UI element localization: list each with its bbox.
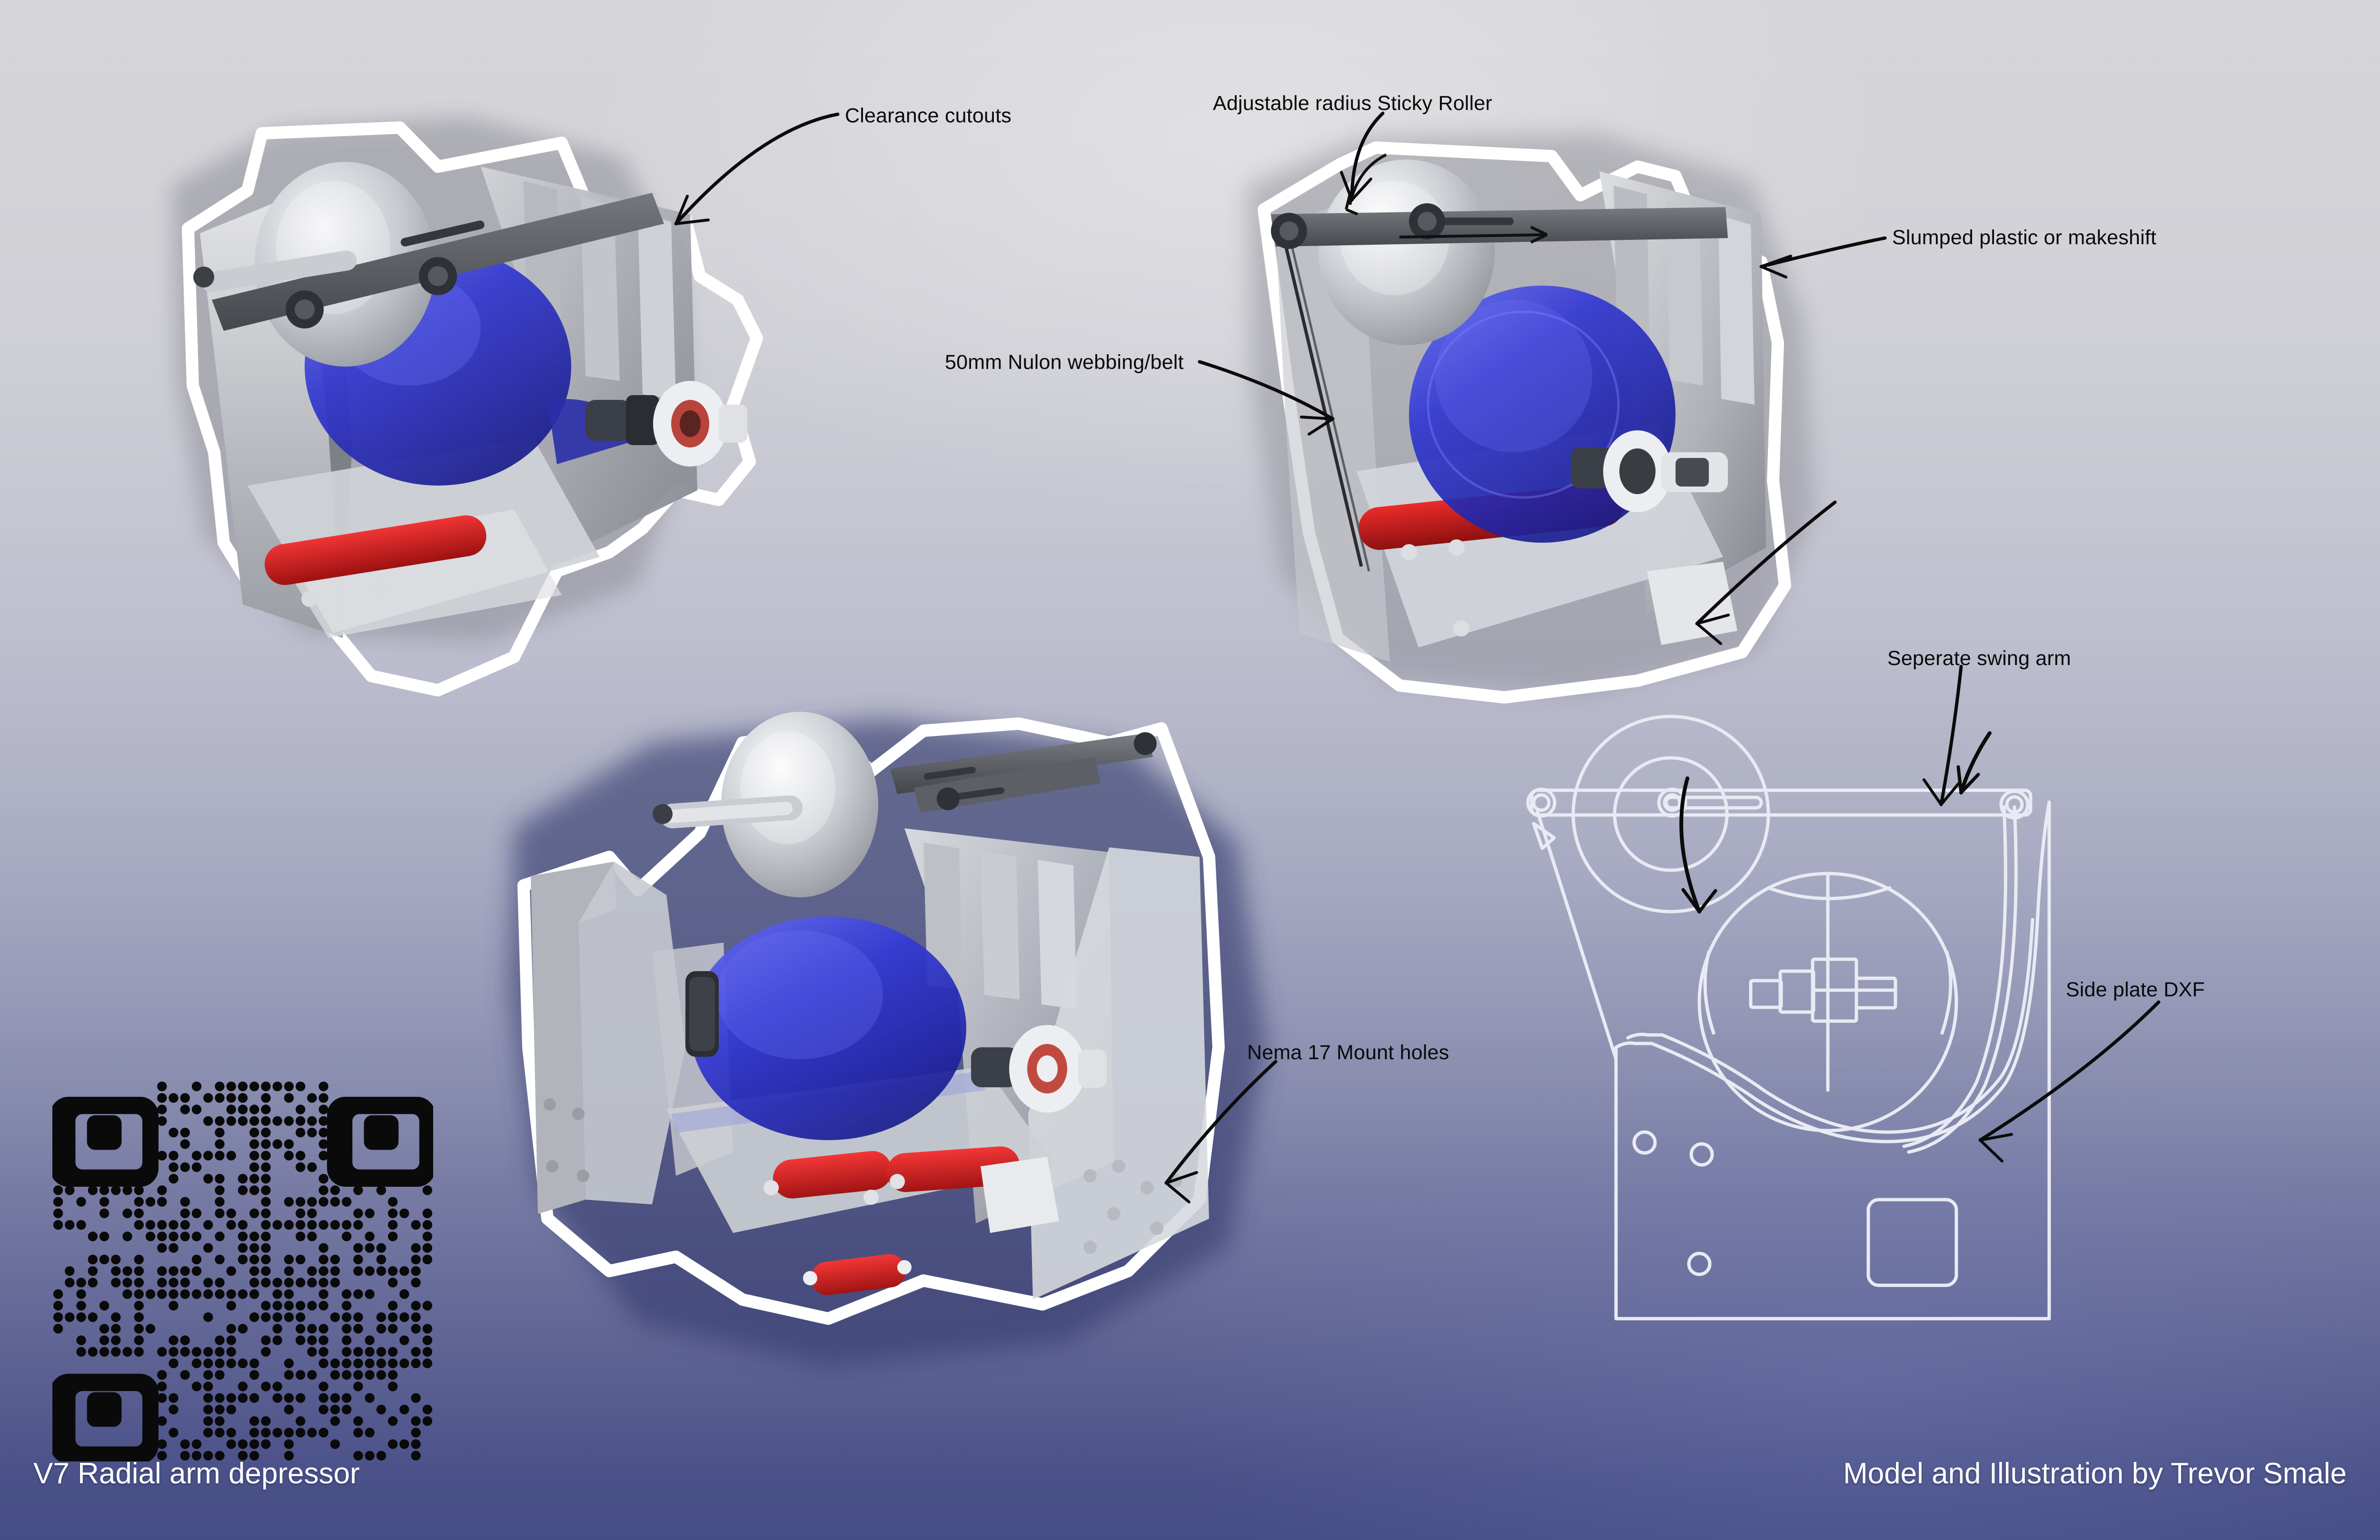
motion-arrow-slide [1399, 226, 1548, 244]
dxf-valve-hub [1749, 957, 1897, 1023]
dxf-roller-inner-circle [1613, 756, 1729, 872]
view-exploded-assembly [495, 686, 1304, 1400]
view-assembled-isometric [105, 71, 819, 714]
clearance-fin-2 [581, 196, 620, 381]
swing-arm-exploded[interactable] [890, 732, 1157, 813]
dxf-bowl-cutout [1614, 800, 2051, 1143]
dxf-nema-hole-3 [1687, 1252, 1712, 1276]
bulb-valve-assembly [971, 1025, 1107, 1113]
view-front-three-quarter [1219, 119, 1885, 714]
dxf-nema-hole-1 [1632, 1130, 1657, 1155]
annotation-seperate-swing-arm: Seperate swing arm [1887, 647, 2072, 670]
nema-base-block [981, 1157, 1059, 1233]
dxf-nema-hole-2 [1689, 1142, 1714, 1167]
bulb-collar [685, 971, 719, 1057]
dxf-left-gusset [1532, 822, 1556, 850]
clearance-fin-3 [1718, 215, 1755, 405]
loose-roller-exploded[interactable] [803, 1252, 912, 1297]
dxf-square-cutout [1866, 1198, 1958, 1287]
side-plate-right [1028, 847, 1209, 1300]
left-bracket [531, 862, 685, 1214]
roller-shaft [653, 795, 803, 829]
blue-bulb [690, 916, 966, 1140]
dxf-pivot-left-inner [1532, 793, 1551, 812]
dxf-bowl-cutout-inner [1626, 918, 2034, 1134]
annotation-nema-17-mount-holes: Nema 17 Mount holes [1247, 1041, 1449, 1064]
swing-arm [212, 193, 664, 331]
dxf-left-strut [1536, 810, 1618, 1061]
dxf-bulb-seam-right [1940, 950, 1953, 1035]
nema-base-block [1647, 562, 1737, 645]
dxf-swing-arm-bar [1530, 788, 2033, 817]
annotation-adjustable-radius-sticky-roller: Adjustable radius Sticky Roller [1213, 92, 1492, 115]
clearance-fin-3 [638, 212, 676, 400]
swing-arm [1271, 203, 1728, 249]
qr-finder-patterns [52, 1096, 433, 1461]
dxf-roller-outer-circle [1571, 715, 1770, 914]
clearance-fin-3 [1038, 860, 1077, 1009]
annotation-50mm-nulon-webbing-belt: 50mm Nulon webbing/belt [945, 351, 1184, 374]
annotation-slumped-plastic-or-makeshift: Slumped plastic or makeshift [1892, 226, 2157, 249]
annotation-side-plate-dxf: Side plate DXF [2066, 978, 2205, 1001]
bulb-valve-assembly [1571, 430, 1728, 512]
clearance-fin-2 [1666, 200, 1703, 386]
bulb-valve-assembly [585, 381, 747, 467]
annotation-clearance-cutouts: Clearance cutouts [845, 104, 1012, 127]
dxf-pivot-mid-outer [1657, 787, 1687, 818]
sticky-roller-disc [1319, 159, 1495, 345]
qr-data-modules [53, 1081, 433, 1461]
dxf-bulb-seam-top [1766, 886, 1892, 900]
dxf-bulb-seam-left [1703, 950, 1716, 1035]
credit-text: Model and Illustration by Trevor Smale [1843, 1457, 2347, 1490]
tension-roller-shaft [193, 250, 357, 292]
sticky-roller-bank [265, 515, 486, 607]
swing-arm-slot [1423, 218, 1514, 225]
clearance-fin-2 [981, 851, 1020, 1000]
page-title: V7 Radial arm depressor [33, 1457, 360, 1490]
clearance-fin-1 [923, 843, 962, 990]
view-side-plate-dxf [1509, 715, 2090, 1381]
swing-arm-slot [400, 220, 485, 247]
dxf-pivot-left-outer [1526, 787, 1557, 818]
project-qr-code[interactable] [52, 1081, 433, 1461]
